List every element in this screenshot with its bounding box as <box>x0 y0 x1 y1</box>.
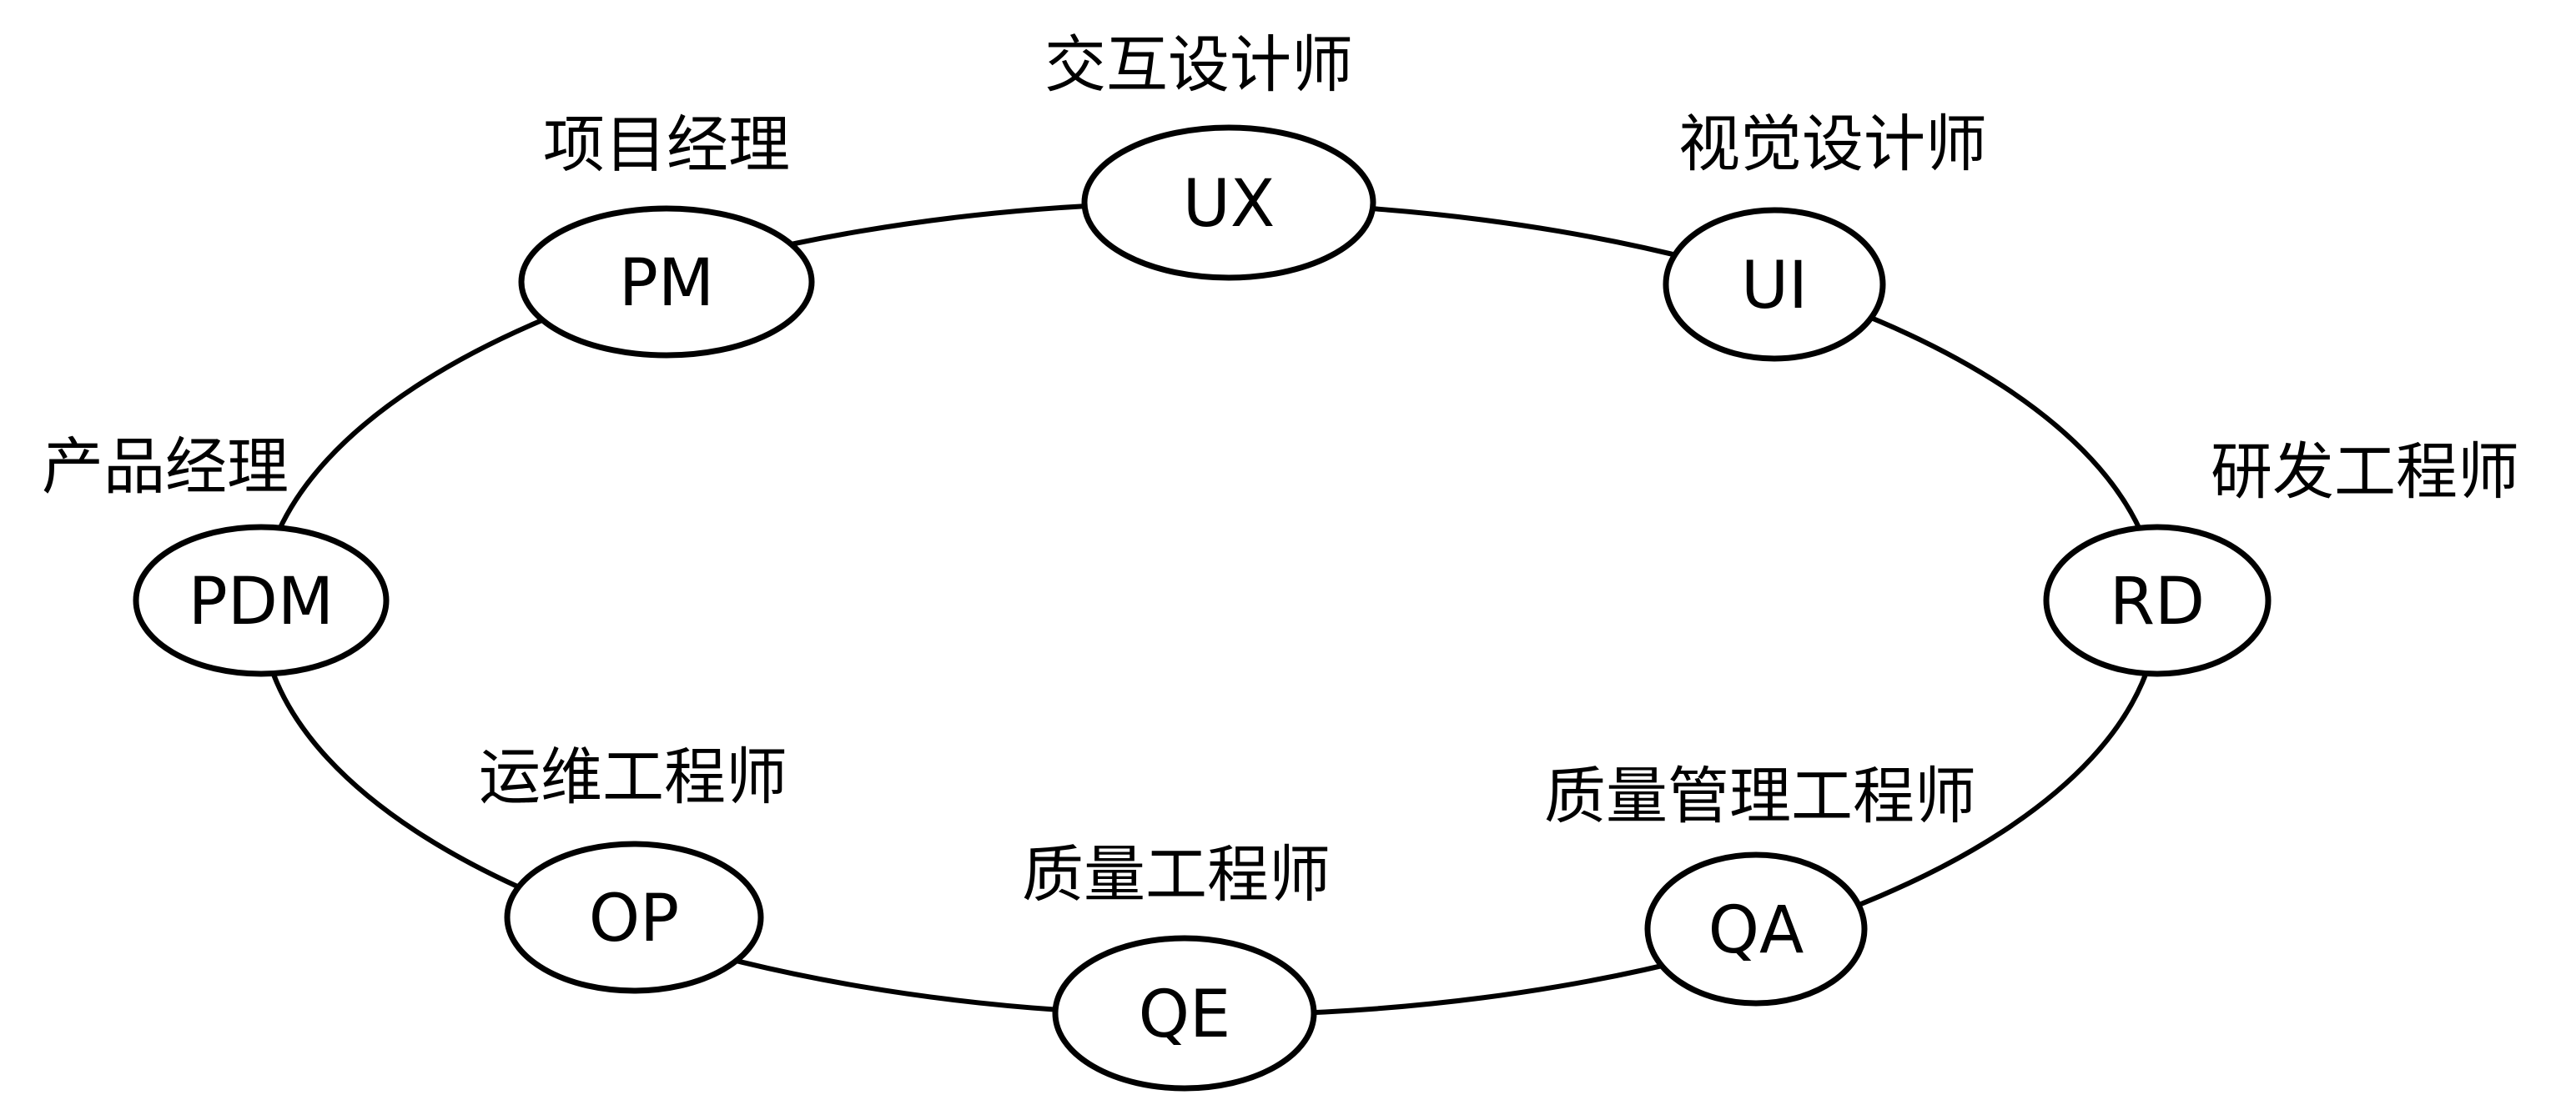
role-label-qa: 质量管理工程师 <box>1544 761 1976 832</box>
node-qe: QE <box>1052 935 1317 1092</box>
node-qa-ellipse <box>1644 851 1868 1007</box>
role-label-op: 运维工程师 <box>479 741 787 813</box>
node-op-ellipse <box>504 841 764 994</box>
role-label-pm: 项目经理 <box>543 109 790 181</box>
node-ux-id: UX <box>1183 167 1275 242</box>
node-op: OP <box>504 841 764 994</box>
node-rd-id: RD <box>2110 565 2205 640</box>
node-op-id: OP <box>589 881 679 957</box>
node-pdm-ellipse <box>133 524 390 677</box>
node-qa-id: QA <box>1708 893 1804 968</box>
node-ui: UI <box>1663 207 1886 362</box>
role-label-rd: 研发工程师 <box>2211 436 2519 508</box>
node-rd: RD <box>2043 524 2272 677</box>
node-rd-ellipse <box>2043 524 2272 677</box>
node-qe-ellipse <box>1052 935 1317 1092</box>
node-pdm: PDM <box>133 524 390 677</box>
role-label-qe: 质量工程师 <box>1022 839 1331 911</box>
node-pdm-id: PDM <box>189 565 334 640</box>
node-qe-id: QE <box>1139 977 1231 1052</box>
role-label-ux: 交互设计师 <box>1044 29 1353 101</box>
node-pm-ellipse <box>518 205 815 359</box>
node-ux-ellipse <box>1081 124 1376 281</box>
role-label-ui: 视觉设计师 <box>1678 108 1987 180</box>
node-pm-id: PM <box>619 246 714 321</box>
node-pm: PM <box>518 205 815 359</box>
node-qa: QA <box>1644 851 1868 1007</box>
role-label-pdm: 产品经理 <box>42 431 289 503</box>
node-ux: UX <box>1081 124 1376 281</box>
node-ui-ellipse <box>1663 207 1886 362</box>
node-ui-id: UI <box>1741 249 1808 324</box>
